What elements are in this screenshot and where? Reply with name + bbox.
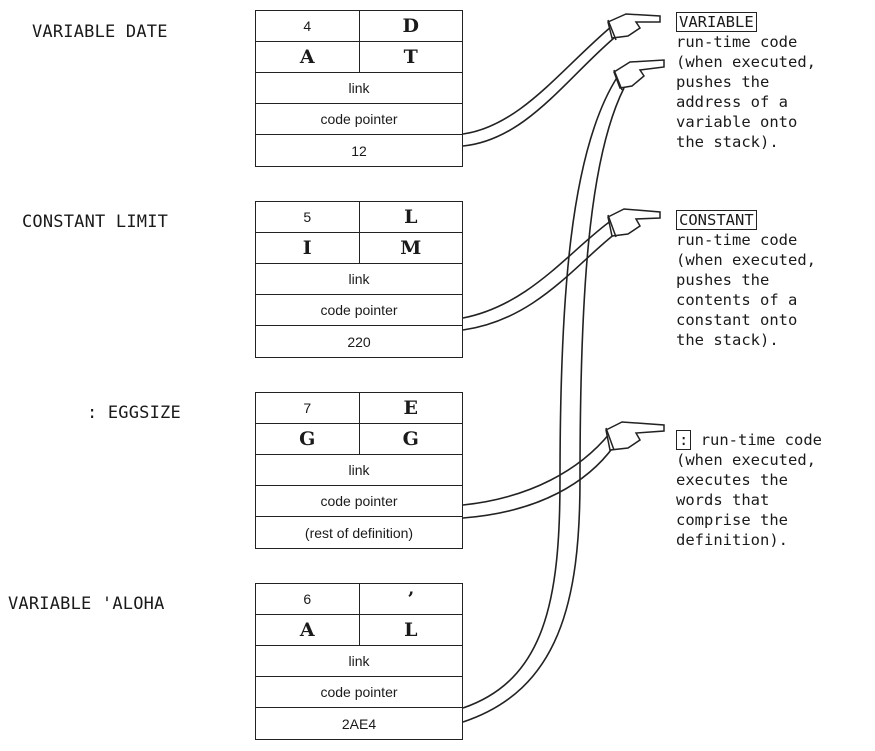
pointing-hand-icon — [614, 60, 664, 90]
pointing-hand-icon — [606, 422, 664, 450]
keyword-box: VARIABLE — [676, 12, 757, 32]
pointing-hand-icon — [608, 209, 660, 237]
note-line: variable onto — [676, 113, 797, 131]
pointer-arm-aloha — [463, 76, 618, 708]
note-line: comprise the — [676, 511, 788, 529]
note-line: address of a — [676, 93, 788, 111]
runtime-note-constant: CONSTANT run-time code (when executed, p… — [676, 210, 816, 350]
keyword-box: CONSTANT — [676, 210, 757, 230]
runtime-note-variable: VARIABLE run-time code (when executed, p… — [676, 12, 816, 152]
note-line: pushes the — [676, 73, 769, 91]
runtime-heading: run-time code — [676, 231, 797, 249]
note-line: (when executed, — [676, 451, 816, 469]
note-line: the stack). — [676, 331, 779, 349]
pointer-arm-date — [463, 26, 612, 134]
note-line: (when executed, — [676, 251, 816, 269]
note-line: executes the — [676, 471, 788, 489]
note-line: contents of a — [676, 291, 797, 309]
note-line: constant onto — [676, 311, 797, 329]
note-line: the stack). — [676, 133, 779, 151]
keyword-box: : — [676, 430, 691, 450]
pointing-hand-icon — [608, 14, 660, 40]
runtime-note-colon: : run-time code (when executed, executes… — [676, 430, 822, 550]
note-line: pushes the — [676, 271, 769, 289]
note-line: (when executed, — [676, 53, 816, 71]
runtime-heading: run-time code — [676, 33, 797, 51]
note-line: definition). — [676, 531, 788, 549]
runtime-heading: run-time code — [701, 431, 822, 449]
pointer-arm-eggsize — [463, 433, 610, 505]
note-line: words that — [676, 491, 769, 509]
